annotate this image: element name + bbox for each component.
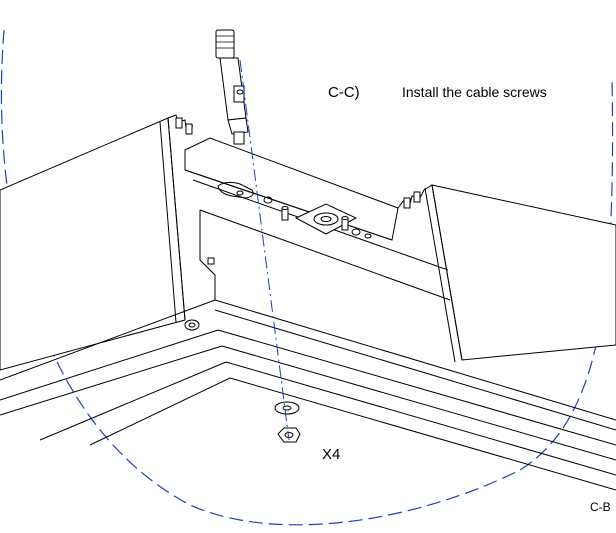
cable-screw: [215, 29, 249, 145]
right-rail: [397, 184, 616, 363]
quantity-label: X4: [322, 446, 340, 463]
step-instruction: Install the cable screws: [402, 84, 547, 100]
left-rail: [0, 114, 200, 371]
assembly-axis: [239, 59, 290, 441]
hex-nut: [277, 427, 301, 443]
channel-floor: [0, 210, 616, 491]
mounting-channel: [184, 137, 451, 301]
step-code: C-C): [328, 84, 360, 101]
corner-label: C-B: [590, 500, 611, 514]
washer: [274, 401, 300, 415]
